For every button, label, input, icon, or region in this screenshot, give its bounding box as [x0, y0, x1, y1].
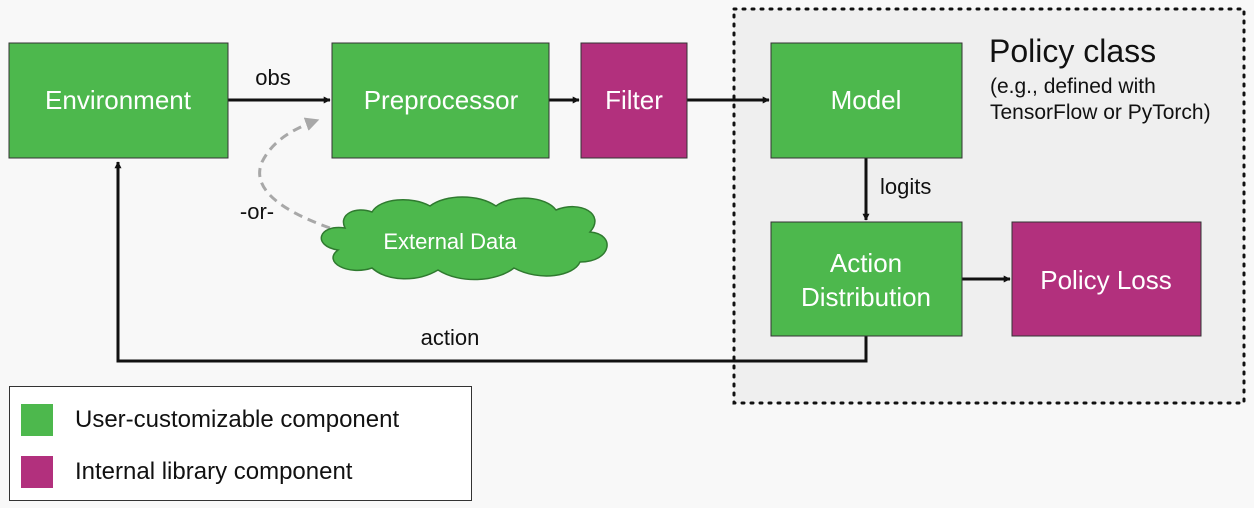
node-action-distribution-line1: Action — [830, 248, 902, 278]
edge-label-logits: logits — [880, 174, 931, 199]
legend-swatch-user — [21, 404, 53, 436]
node-model-label: Model — [831, 85, 902, 115]
policy-class-subtitle-line2: TensorFlow or PyTorch) — [990, 101, 1211, 124]
node-external-data: External Data — [320, 196, 608, 281]
edge-external-data — [258, 117, 331, 230]
node-preprocessor: Preprocessor — [331, 42, 550, 159]
edge-action — [114, 161, 868, 363]
node-action-distribution: Action Distribution — [770, 221, 963, 337]
legend-row-user: User-customizable component — [21, 404, 399, 436]
node-policy-loss: Policy Loss — [1011, 221, 1202, 337]
node-model: Model — [770, 42, 963, 159]
node-environment: Environment — [8, 42, 229, 159]
edge-label-or: -or- — [240, 199, 274, 224]
external-data-cloud — [320, 196, 608, 281]
node-policy-loss-label: Policy Loss — [1040, 265, 1172, 295]
node-environment-label: Environment — [45, 85, 192, 115]
edge-label-action: action — [421, 325, 480, 350]
edge-label-obs: obs — [255, 65, 290, 90]
legend-label-library: Internal library component — [75, 458, 353, 485]
legend-row-library: Internal library component — [21, 456, 352, 488]
policy-class-title: Policy class — [989, 33, 1156, 69]
node-preprocessor-label: Preprocessor — [364, 85, 519, 115]
legend-label-user: User-customizable component — [75, 406, 400, 433]
node-external-data-label: External Data — [383, 229, 517, 254]
node-filter: Filter — [580, 42, 688, 159]
node-action-distribution-line2: Distribution — [801, 282, 931, 312]
legend: User-customizable component Internal lib… — [9, 386, 472, 501]
legend-swatch-library — [21, 456, 53, 488]
node-filter-label: Filter — [605, 85, 663, 115]
policy-class-subtitle-line1: (e.g., defined with — [990, 75, 1156, 98]
